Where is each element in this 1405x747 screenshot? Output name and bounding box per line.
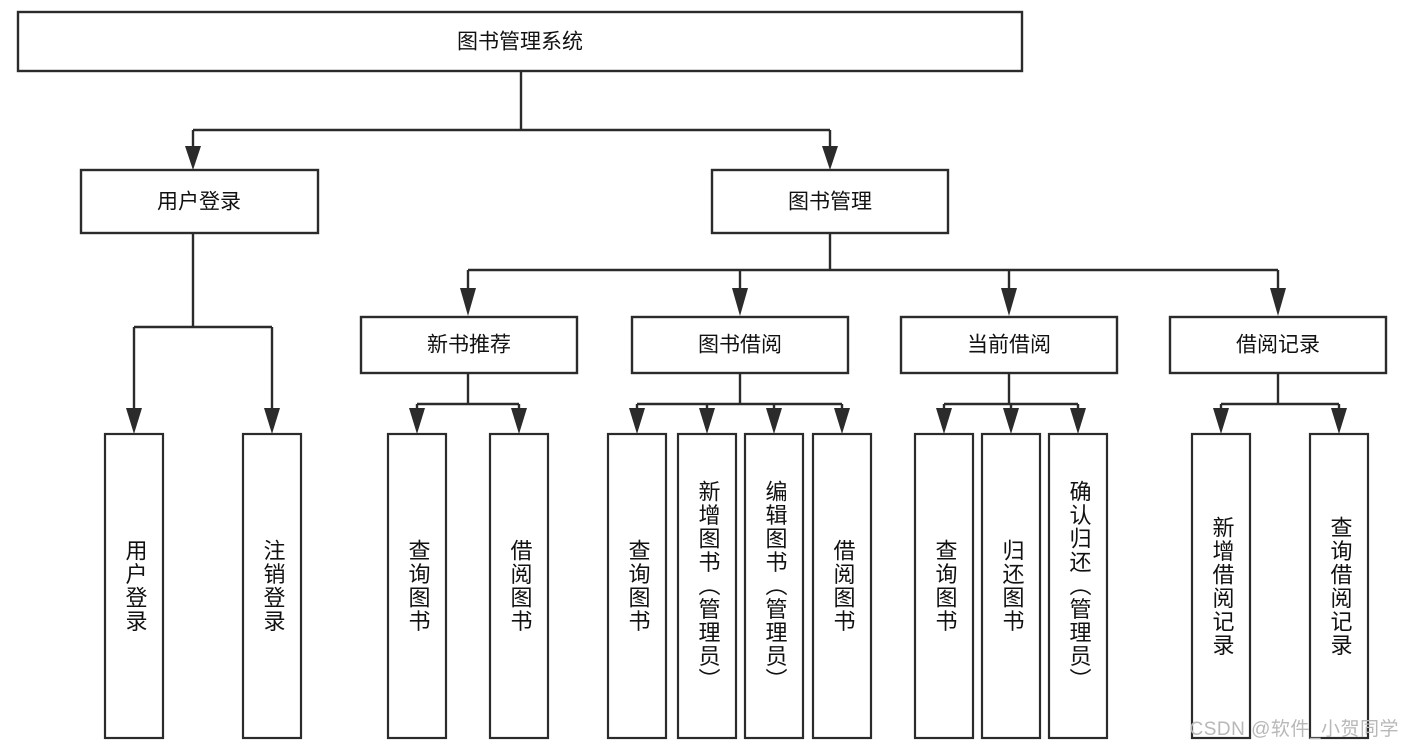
arrow-head-leaf-query-book-2 — [629, 408, 645, 434]
connector-group — [126, 71, 1347, 434]
node-borrow-record[interactable]: 借阅记录 — [1168, 315, 1388, 375]
arrow-head-new-book-recommend — [460, 288, 476, 316]
node-book-management-box[interactable] — [710, 168, 950, 235]
arrow-head-leaf-confirm-return — [1070, 408, 1086, 434]
node-current-borrow-label: 当前借阅 — [967, 334, 1051, 357]
arrow-head-book-borrow — [732, 288, 748, 316]
leaf-user-login-box[interactable] — [103, 432, 165, 740]
node-user-login[interactable]: 用户登录 — [79, 168, 320, 235]
leaf-borrow-book-1-box[interactable] — [488, 432, 550, 740]
node-current-borrow[interactable]: 当前借阅 — [899, 315, 1119, 375]
arrow-head-leaf-user-login — [126, 408, 142, 434]
leaf-query-book-3-box[interactable] — [913, 432, 975, 740]
node-root[interactable]: 图书管理系统 — [16, 10, 1024, 73]
arrow-head-borrow-record — [1270, 288, 1286, 316]
arrow-head-leaf-return-book — [1003, 408, 1019, 434]
leaf-return-book-box[interactable] — [980, 432, 1042, 740]
node-new-book-recommend[interactable]: 新书推荐 — [359, 315, 579, 375]
node-current-borrow-box[interactable] — [899, 315, 1119, 375]
node-root-label: 图书管理系统 — [457, 31, 583, 54]
leaf-query-record-box[interactable] — [1308, 432, 1370, 740]
leaf-query-book-1-box[interactable] — [386, 432, 448, 740]
leaf-confirm-return-box[interactable] — [1047, 432, 1109, 740]
arrow-head-leaf-borrow-book-1 — [511, 408, 527, 434]
leaf-borrow-book-2-box[interactable] — [811, 432, 873, 740]
leaf-box-group — [103, 432, 1370, 740]
node-root-box[interactable] — [16, 10, 1024, 73]
arrow-head-leaf-query-record — [1331, 408, 1347, 434]
node-book-management[interactable]: 图书管理 — [710, 168, 950, 235]
leaf-logout-login-box[interactable] — [241, 432, 303, 740]
arrow-head-leaf-logout-login — [264, 408, 280, 434]
leaf-edit-book-box[interactable] — [743, 432, 805, 740]
arrow-head-leaf-query-book-3 — [936, 408, 952, 434]
node-book-borrow-label: 图书借阅 — [698, 334, 782, 357]
watermark: CSDN @软件_小贺同学 — [1189, 719, 1399, 740]
leaf-query-book-2-box[interactable] — [606, 432, 668, 740]
node-borrow-record-box[interactable] — [1168, 315, 1388, 375]
arrow-head-leaf-add-record — [1213, 408, 1229, 434]
node-book-borrow-box[interactable] — [630, 315, 850, 375]
arrow-head-leaf-edit-book — [766, 408, 782, 434]
arrow-head-leaf-add-book — [699, 408, 715, 434]
node-borrow-record-label: 借阅记录 — [1236, 334, 1320, 357]
arrow-head-user-login — [185, 146, 201, 170]
node-user-login-box[interactable] — [79, 168, 320, 235]
node-user-login-label: 用户登录 — [157, 191, 241, 214]
node-new-book-recommend-label: 新书推荐 — [427, 334, 511, 357]
leaf-add-record-box[interactable] — [1190, 432, 1252, 740]
node-new-book-recommend-box[interactable] — [359, 315, 579, 375]
arrow-head-leaf-borrow-book-2 — [834, 408, 850, 434]
arrow-head-leaf-query-book-1 — [409, 408, 425, 434]
node-book-management-label: 图书管理 — [788, 191, 872, 214]
node-book-borrow[interactable]: 图书借阅 — [630, 315, 850, 375]
arrow-head-book-management — [822, 146, 838, 170]
leaf-add-book-box[interactable] — [676, 432, 738, 740]
arrow-head-current-borrow — [1001, 288, 1017, 316]
